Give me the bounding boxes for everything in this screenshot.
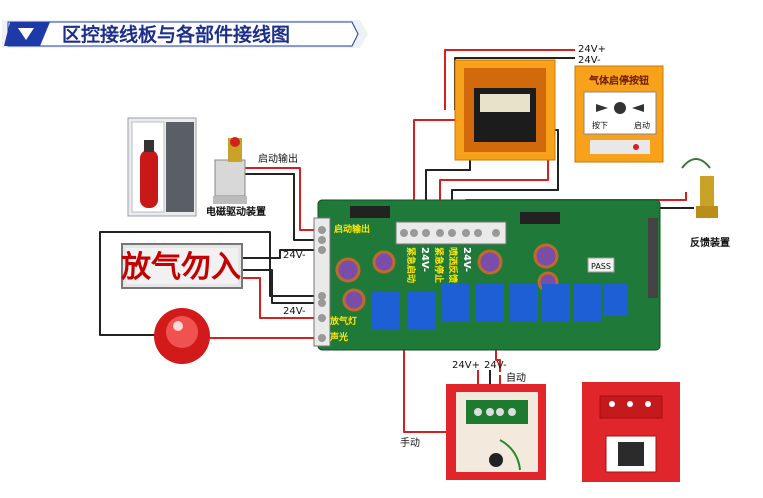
cabinet-door — [166, 122, 194, 212]
board-label-release-light: 放气灯 — [329, 315, 357, 327]
closed-box-button-icon — [618, 442, 644, 466]
manual-box-closed — [582, 382, 680, 482]
manual-box-open — [446, 384, 546, 480]
top-v24-plus-label: 24V+ — [578, 44, 606, 55]
control-board: PASS 启动输出 放气灯 声光 紧急启动 24V- 紧急停止 喷洒反馈 24V… — [313, 199, 661, 351]
board-label-start-output: 启动输出 — [334, 223, 370, 235]
v24-label-1: 24V- — [283, 250, 306, 261]
board-label-emergency-start: 紧急启动 — [405, 247, 417, 283]
auto-label: 自动 — [506, 371, 526, 384]
orange-control-panel — [454, 59, 556, 161]
button-right-label: 启动 — [634, 120, 650, 130]
board-label-v24-a: 24V- — [419, 247, 430, 272]
feedback-device: 反馈装置 — [681, 158, 730, 249]
gas-start-stop-panel: 气体启停按钮 按下 启动 — [574, 65, 664, 163]
page-title: 区控接线板与各部件接线图 — [62, 23, 290, 46]
strobe-siren — [154, 308, 210, 364]
button-left-label: 按下 — [592, 120, 608, 130]
v24-label-2: 24V- — [283, 306, 306, 317]
board-label-spray-feedback: 喷洒反馈 — [447, 247, 459, 283]
manual-label: 手动 — [400, 436, 420, 449]
button-icon — [614, 102, 626, 114]
top-v24-minus-label: 24V- — [578, 55, 601, 66]
board-label-emergency-stop: 紧急停止 — [433, 247, 445, 283]
solenoid-driver: 电磁驱动装置 — [206, 137, 266, 218]
manual-button-label: 气体启停按钮 — [588, 74, 649, 87]
feedback-label: 反馈装置 — [690, 236, 730, 249]
title-banner: 区控接线板与各部件接线图 — [2, 20, 368, 48]
extinguisher-cylinder-icon — [140, 150, 158, 208]
pass-sticker: PASS — [591, 262, 611, 271]
bottom-v24-minus-label: 24V- — [484, 360, 507, 371]
relay-icon — [372, 292, 400, 330]
release-sign: 放气勿入 — [120, 243, 243, 289]
bottom-v24-plus-label: 24V+ — [452, 360, 480, 371]
solenoid-label: 电磁驱动装置 — [206, 205, 266, 218]
sign-text: 放气勿入 — [120, 250, 241, 285]
board-label-v24-b: 24V- — [461, 247, 472, 272]
board-label-siren: 声光 — [329, 331, 348, 343]
pressure-switch-icon — [700, 176, 714, 208]
inductor-icon — [335, 257, 361, 283]
fire-cabinet — [127, 117, 197, 217]
start-output-wire-label: 启动输出 — [258, 152, 298, 165]
